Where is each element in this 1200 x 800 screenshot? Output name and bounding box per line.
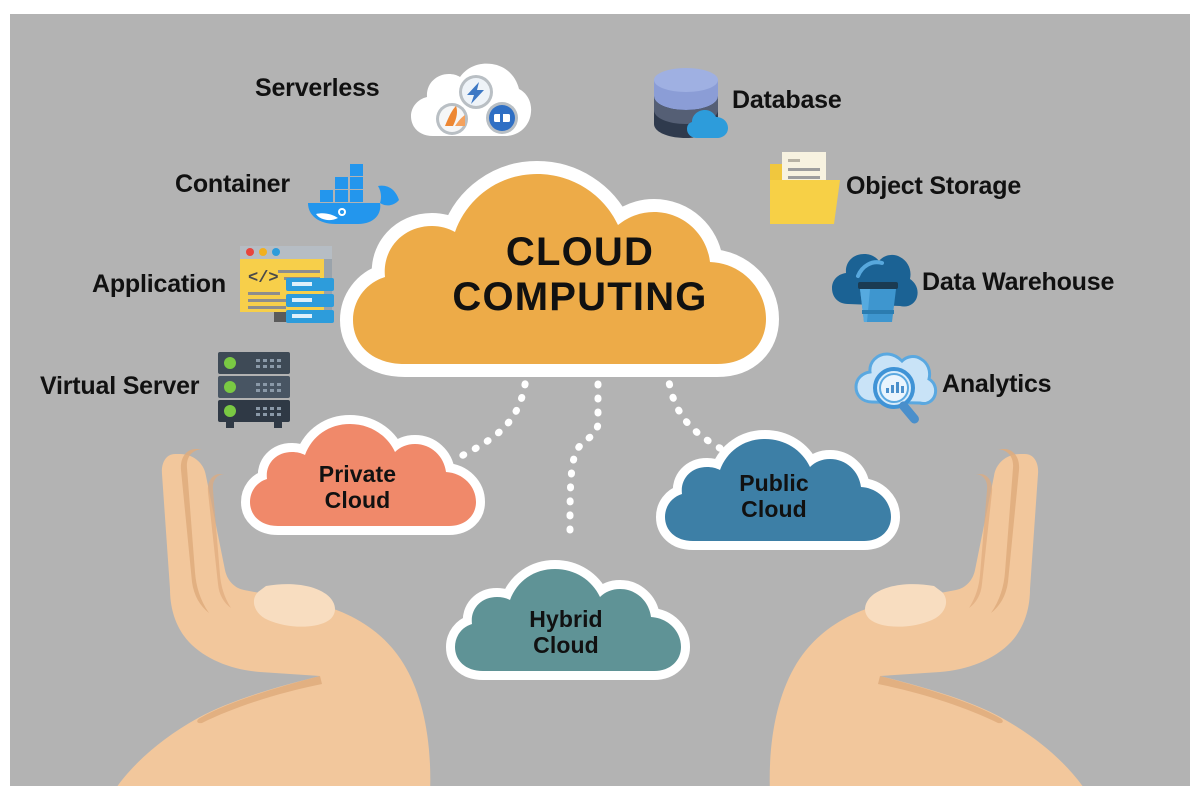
database-cylinder-icon bbox=[654, 68, 728, 138]
main-cloud[interactable]: CLOUD COMPUTING bbox=[340, 161, 815, 379]
analytics-label: Analytics bbox=[942, 370, 1052, 398]
public-cloud[interactable]: Public Cloud bbox=[655, 429, 915, 559]
code-window-icon: </> bbox=[240, 246, 334, 323]
public-cloud-label: Public Cloud bbox=[739, 470, 809, 522]
docker-whale-icon bbox=[308, 164, 399, 224]
svg-text:</>: </> bbox=[248, 269, 279, 288]
hybrid-cloud[interactable]: Hybrid Cloud bbox=[445, 559, 705, 689]
application-label: Application bbox=[92, 270, 226, 298]
private-cloud[interactable]: Private Cloud bbox=[240, 414, 500, 544]
serverless-cloud-icon bbox=[411, 63, 532, 136]
database-label: Database bbox=[732, 86, 842, 114]
folder-document-icon bbox=[770, 152, 840, 224]
left-hand bbox=[117, 449, 431, 786]
diagram-canvas: CLOUD COMPUTING Private Cloud Public Clo… bbox=[10, 14, 1190, 786]
server-rack-icon bbox=[218, 352, 290, 428]
data-warehouse-label: Data Warehouse bbox=[922, 268, 1115, 296]
object-storage-label: Object Storage bbox=[846, 172, 1022, 200]
private-cloud-label: Private Cloud bbox=[318, 461, 397, 513]
magnifier-cloud-icon bbox=[854, 352, 938, 424]
main-cloud-label: CLOUD COMPUTING bbox=[452, 230, 708, 319]
container-label: Container bbox=[175, 170, 290, 198]
virtual-server-label: Virtual Server bbox=[40, 372, 200, 400]
warehouse-bucket-cloud-icon bbox=[832, 254, 918, 322]
hybrid-cloud-label: Hybrid Cloud bbox=[529, 606, 603, 658]
right-hand bbox=[769, 449, 1083, 786]
serverless-label: Serverless bbox=[255, 74, 380, 102]
